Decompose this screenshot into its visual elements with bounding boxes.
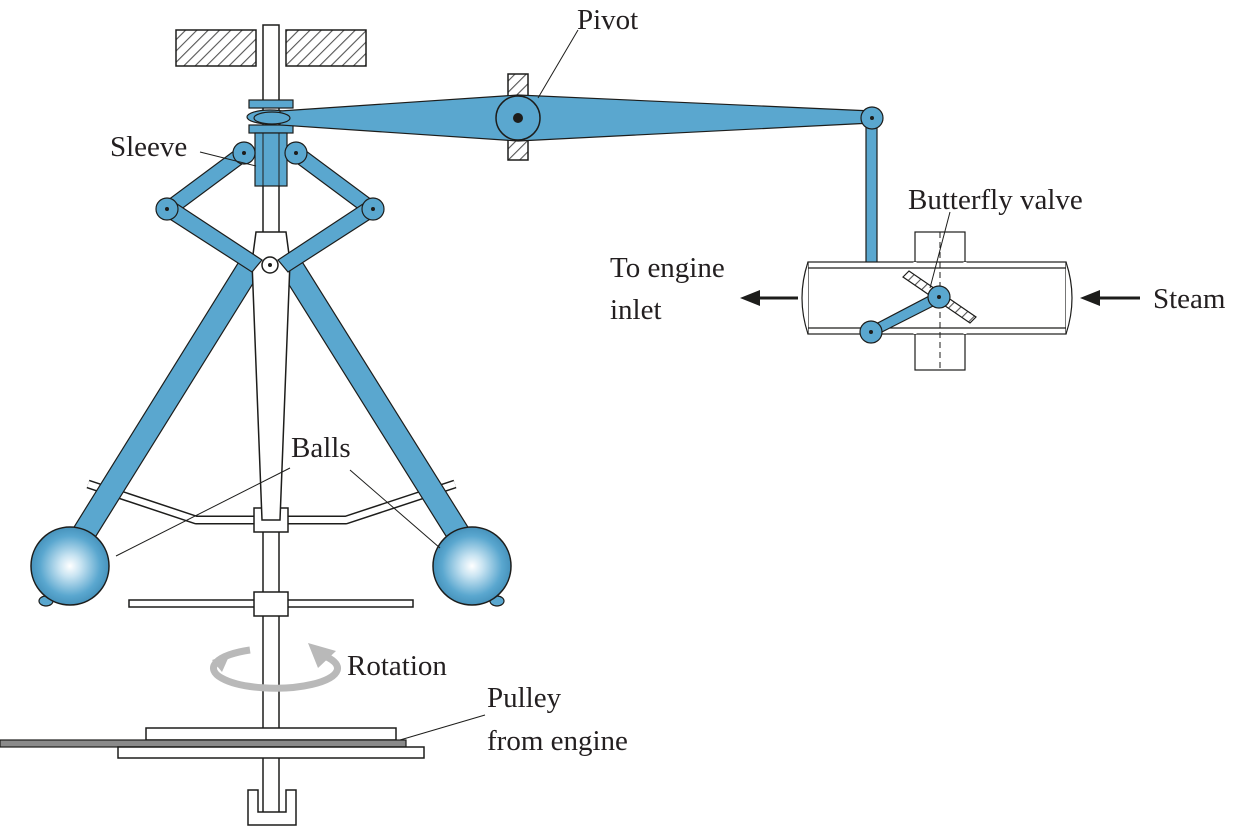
left-ball: [30, 526, 110, 607]
butterfly-valve-label: Butterfly valve: [908, 184, 1083, 216]
outflow-arrow-icon: [740, 290, 798, 306]
lower-crossbar: [128, 591, 414, 617]
pivot-label: Pivot: [577, 4, 639, 36]
sleeve-label: Sleeve: [110, 131, 188, 163]
inflow-arrow-icon: [1080, 290, 1140, 306]
central-hub: [251, 231, 291, 521]
pulley: [0, 727, 425, 759]
balls-label: Balls: [291, 432, 351, 464]
to-engine-inlet-label-line1: To engine: [610, 252, 725, 284]
butterfly-valve: [859, 270, 977, 344]
rotation-label: Rotation: [347, 650, 447, 682]
connecting-rod: [860, 106, 884, 333]
bottom-bearing: [247, 789, 297, 826]
steam-label: Steam: [1153, 283, 1226, 315]
right-ball: [432, 526, 512, 607]
top-support: [175, 29, 367, 67]
pulley-label-line2: from engine: [487, 725, 628, 757]
pulley-label-line1: Pulley: [487, 682, 562, 714]
leader-lines: [115, 29, 951, 741]
rotation-arrow-icon: [210, 643, 341, 692]
to-engine-inlet-label-line2: inlet: [610, 294, 662, 326]
lever-arm: [253, 94, 873, 142]
